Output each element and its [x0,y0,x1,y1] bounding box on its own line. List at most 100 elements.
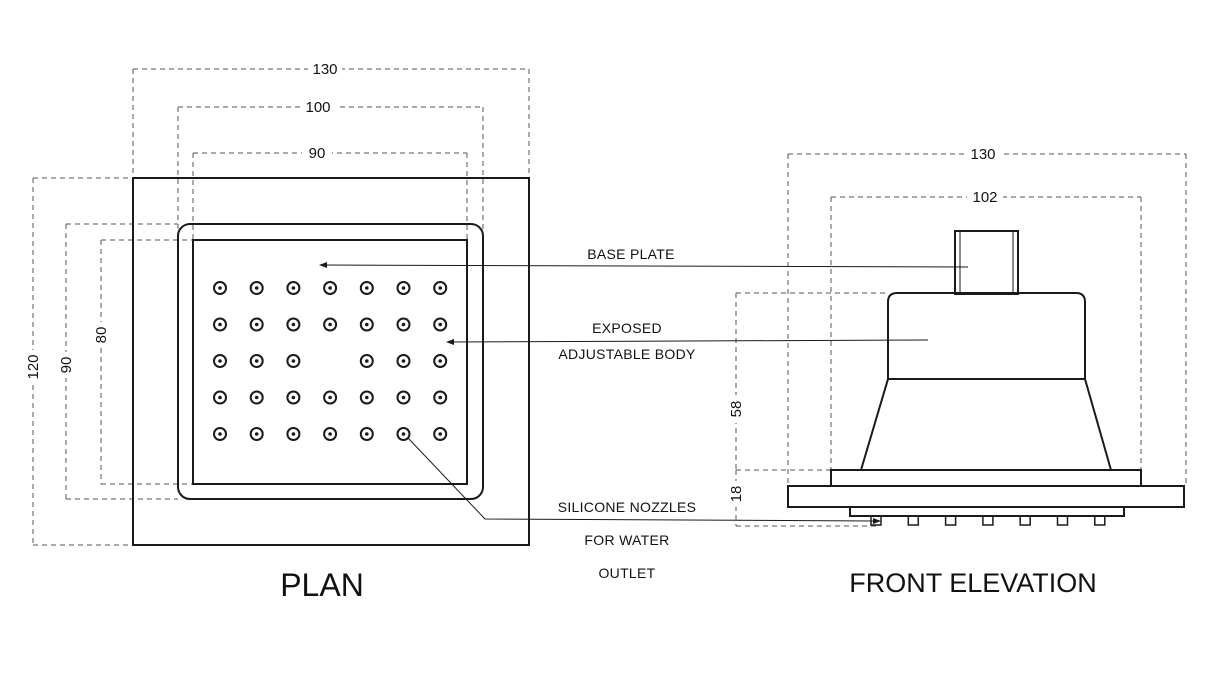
plan-dim-inner-height: 80 [93,327,110,344]
nozzle [396,317,411,332]
nozzle-center [401,432,406,436]
nozzle-tip [1019,515,1031,526]
nozzle-center [401,286,406,290]
nozzle-center [254,395,259,400]
nozzle [213,317,227,332]
nozzle-center [401,359,406,363]
nozzle [249,390,264,405]
nozzle-tip [944,515,957,526]
nozzle [323,317,338,332]
nozzle [286,427,301,441]
plan-title: PLAN [280,567,364,603]
nozzle-center [254,432,259,436]
nozzle [249,281,264,295]
elevation-dim-body-width: 102 [972,189,997,206]
nozzle-center [401,322,406,327]
nozzle-center [291,395,296,400]
elevation-dim-base-height: 18 [728,486,745,503]
nozzle [286,317,301,332]
nozzle-tip [982,515,994,526]
nozzle-center [218,322,222,327]
nozzle [359,427,374,441]
nozzle-center [254,286,259,290]
callout-base-plate: BASE PLATE [587,246,675,262]
nozzle [323,427,338,441]
nozzle-center [365,395,369,400]
nozzle-center [328,322,332,327]
nozzle [249,427,264,441]
plan-base-plate-outline [132,177,530,546]
nozzle-center [365,322,369,327]
nozzle [249,317,264,332]
elevation-stem [954,230,1019,295]
nozzle [249,354,264,368]
plan-dim-inner-width: 90 [309,145,326,162]
plan-extension-lines [32,68,530,546]
nozzle-center [438,432,443,436]
nozzle-center [254,322,259,327]
nozzle-center [291,432,296,436]
elevation-bottom-face [849,506,1125,517]
nozzle-tip [1094,515,1106,526]
callout-exposed-line1: EXPOSED [592,320,662,336]
nozzle-center [218,359,222,363]
nozzle-center [438,359,443,363]
nozzle [286,354,301,368]
nozzle-center [291,359,296,363]
nozzle-center [365,432,369,436]
plan-body-outline [177,223,484,500]
nozzle [359,354,374,368]
nozzle [323,390,338,405]
plan-dim-outer-height: 120 [25,354,42,379]
callout-exposed-line2: ADJUSTABLE BODY [558,346,696,362]
nozzle [213,427,227,441]
nozzle-center [218,432,222,436]
callout-nozzles-line3: OUTLET [598,565,655,581]
nozzle-center [254,359,259,363]
nozzle-grid [213,281,448,441]
nozzle [433,390,448,405]
elevation-dim-body-height: 58 [728,401,745,418]
nozzle [359,317,374,332]
nozzle [396,427,411,441]
front-elevation-view: 130 102 58 18 FRONT ELEVATION [726,144,1187,598]
callouts: BASE PLATE EXPOSED ADJUSTABLE BODY SILIC… [319,246,969,581]
nozzle [396,354,411,368]
elevation-rim [830,469,1142,487]
nozzle-center [291,286,296,290]
nozzle-center [291,322,296,327]
elevation-body [887,292,1086,380]
nozzle [433,281,448,295]
elevation-base-plate [787,485,1185,508]
elevation-nozzle-tips [870,515,1106,526]
nozzle-center [328,286,332,290]
nozzle-tip [907,515,920,526]
nozzle-center [328,395,332,400]
leader-base-plate [319,262,969,269]
callout-nozzles-line2: FOR WATER [584,532,669,548]
plan-dim-body-width: 100 [305,99,330,116]
leader-exposed-body [446,338,929,345]
nozzle-center [218,395,222,400]
nozzle [286,390,301,405]
plan-dim-outer-width: 130 [312,61,337,78]
nozzle-center [438,395,443,400]
plan-dim-body-height: 90 [58,357,75,374]
nozzle [359,281,374,295]
nozzle [433,317,448,332]
plan-face-outline [192,239,468,485]
nozzle [213,354,227,368]
nozzle [433,427,448,441]
nozzle [396,281,411,295]
nozzle-tip [1056,515,1069,526]
nozzle [396,390,411,405]
nozzle [433,354,448,368]
callout-nozzles-line1: SILICONE NOZZLES [558,499,697,515]
elevation-title: FRONT ELEVATION [849,568,1097,598]
nozzle-center [365,286,369,290]
nozzle [286,281,301,295]
nozzle-center [438,286,443,290]
plan-view: 130 100 90 120 90 80 PLAN [23,59,530,603]
nozzle [323,281,338,295]
